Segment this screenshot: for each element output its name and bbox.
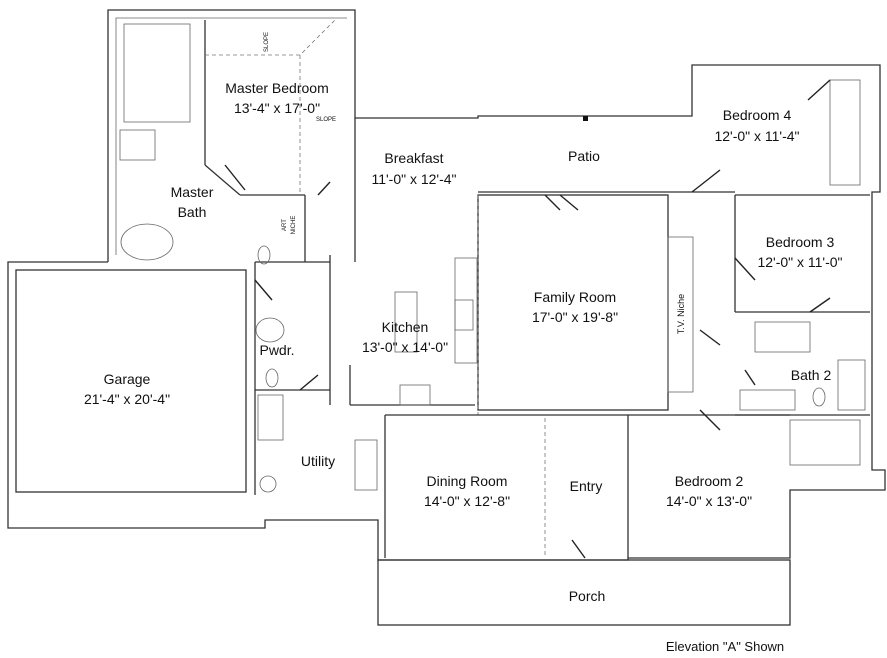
garage-label: Garage	[104, 371, 151, 387]
master-bedroom-label: Master Bedroom	[225, 80, 328, 96]
kitchen-label: Kitchen	[382, 319, 429, 335]
tv-niche-note: T.V. Niche	[676, 294, 686, 334]
niche-note: NICHE	[291, 216, 297, 235]
bedroom4-size: 12'-0" x 11'-4"	[714, 128, 799, 144]
master-bath-label: Master	[171, 184, 214, 200]
powder-label: Pwdr.	[259, 342, 294, 358]
porch-label: Porch	[569, 588, 606, 604]
bedroom3-size: 12'-0" x 11'-0"	[757, 254, 842, 270]
bedroom3-label: Bedroom 3	[766, 234, 835, 250]
family-room-size: 17'-0" x 19'-8"	[532, 309, 618, 325]
bedroom2-size: 14'-0" x 13'-0"	[666, 493, 752, 509]
master-bedroom-size: 13'-4" x 17'-0"	[234, 100, 320, 116]
slope-note-2: SLOPE	[316, 117, 336, 123]
bedroom4-label: Bedroom 4	[723, 107, 792, 123]
patio-label: Patio	[568, 148, 600, 164]
master-bath-label-2: Bath	[178, 204, 207, 220]
bath2-label: Bath 2	[791, 367, 832, 383]
entry-label: Entry	[570, 478, 603, 494]
bedroom2-label: Bedroom 2	[675, 473, 744, 489]
family-room-label: Family Room	[534, 289, 616, 305]
elevation-caption: Elevation "A" Shown	[666, 639, 784, 654]
dining-room-label: Dining Room	[427, 473, 508, 489]
breakfast-size: 11'-0" x 12'-4"	[371, 171, 456, 187]
utility-label: Utility	[301, 453, 335, 469]
walls	[7, 9, 886, 626]
dining-room-size: 14'-0" x 12'-8"	[424, 493, 510, 509]
kitchen-size: 13'-0" x 14'-0"	[362, 339, 448, 355]
breakfast-label: Breakfast	[384, 150, 443, 166]
slope-note: SLOPE	[264, 32, 270, 52]
garage-size: 21'-4" x 20'-4"	[84, 391, 170, 407]
art-note: ART	[282, 219, 288, 231]
doors	[224, 79, 831, 559]
